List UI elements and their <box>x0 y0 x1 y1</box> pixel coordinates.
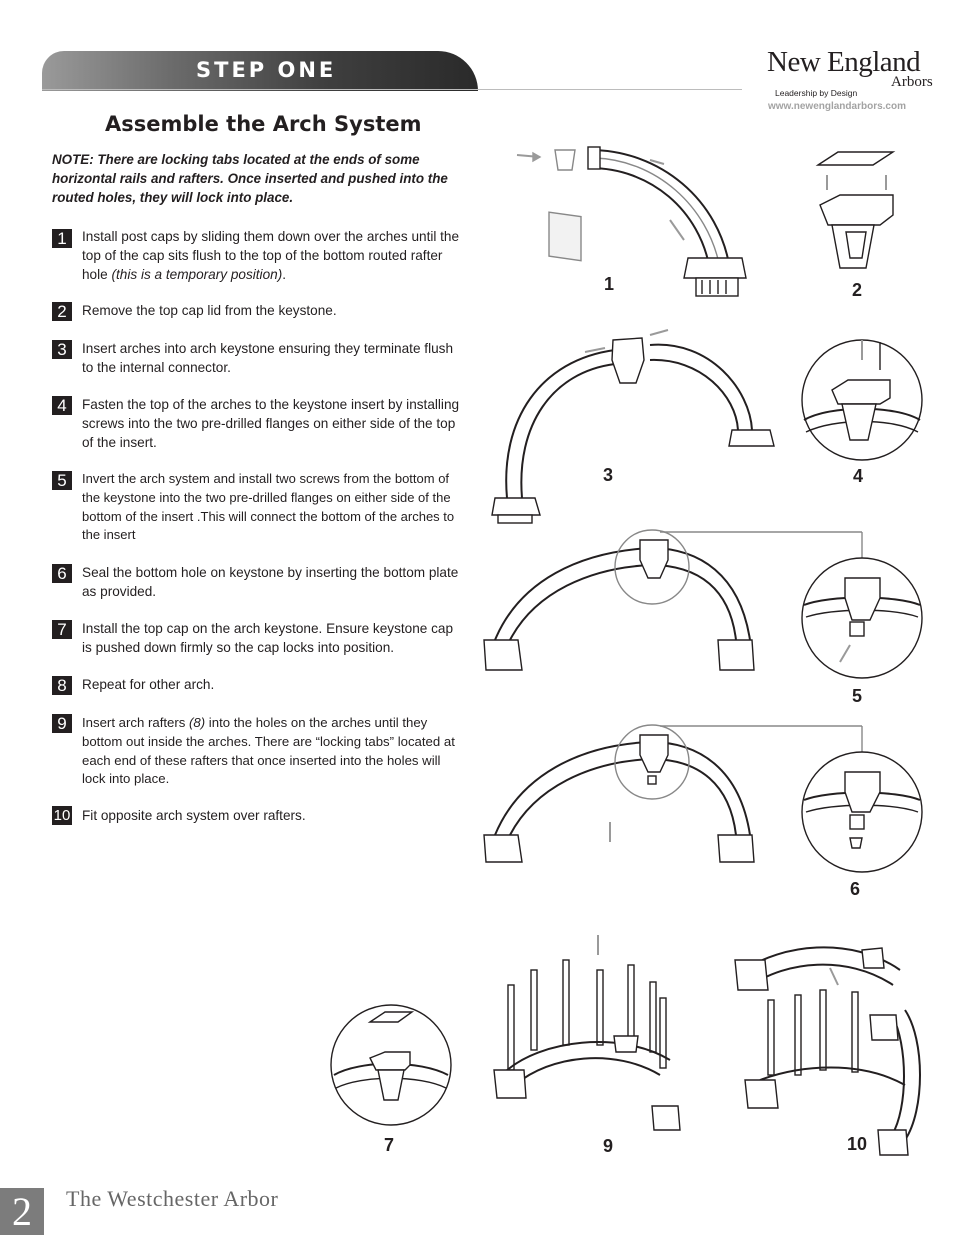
figure-label-9: 9 <box>603 1136 614 1156</box>
website-url[interactable]: www.newenglandarbors.com <box>768 101 906 112</box>
step-number: 7 <box>52 620 72 639</box>
figure-4-detail <box>801 339 923 461</box>
step-banner <box>42 51 478 91</box>
figure-label-2: 2 <box>852 280 863 300</box>
logo-sub-text: Arbors <box>891 74 933 90</box>
step-number: 8 <box>52 676 72 695</box>
figure-10-opposite-arch <box>734 946 921 1156</box>
figure-label-4: 4 <box>853 466 864 486</box>
header-rule <box>42 89 742 90</box>
step-number: 1 <box>52 229 72 248</box>
logo-tagline: Leadership by Design <box>775 88 858 98</box>
step-number: 5 <box>52 471 72 490</box>
figure-6-full-arch <box>483 724 923 873</box>
figure-1-arch-post-cap <box>516 146 747 297</box>
company-logo: New England Arbors Leadership by Design … <box>765 46 933 116</box>
figure-5-full-arch <box>483 529 923 679</box>
step-text: Seal the bottom hole on keystone by inse… <box>82 565 459 599</box>
step-text: Remove the top cap lid from the keystone… <box>82 303 337 318</box>
step-text: Invert the arch system and install two s… <box>82 471 455 543</box>
step-text: Insert arch rafters (8) into the holes o… <box>82 715 455 787</box>
figure-label-3: 3 <box>603 465 614 485</box>
figure-3-arch-keystone <box>491 329 775 524</box>
step-text: Fasten the top of the arches to the keys… <box>82 397 460 450</box>
step-number: 6 <box>52 564 72 583</box>
step-text: Install the top cap on the arch keystone… <box>82 621 454 655</box>
section-title: Assemble the Arch System <box>105 112 422 136</box>
figure-label-7: 7 <box>384 1135 395 1155</box>
step-number: 9 <box>52 714 72 733</box>
step-text: Fit opposite arch system over rafters. <box>82 808 306 823</box>
figure-9-rafters <box>493 935 681 1131</box>
banner-title: STEP ONE <box>196 58 337 82</box>
footer-title: The Westchester Arbor <box>66 1186 279 1211</box>
page-number: 2 <box>0 1188 44 1235</box>
logo-main-text: New England <box>767 46 921 78</box>
step-text: Install post caps by sliding them down o… <box>82 229 460 282</box>
figure-label-6: 6 <box>850 879 861 899</box>
figure-2-keystone-lid <box>815 151 896 269</box>
step-text: Insert arches into arch keystone ensurin… <box>82 341 454 375</box>
figure-7-cap-detail <box>330 1004 452 1126</box>
step-number: 4 <box>52 396 72 415</box>
step-number: 3 <box>52 340 72 359</box>
figure-label-10: 10 <box>847 1134 868 1154</box>
note-text: NOTE: There are locking tabs located at … <box>52 152 448 205</box>
figure-label-5: 5 <box>852 686 863 706</box>
step-text: Repeat for other arch. <box>82 677 215 692</box>
figure-label-1: 1 <box>604 274 615 294</box>
step-number: 10 <box>52 806 72 825</box>
step-number: 2 <box>52 302 72 321</box>
